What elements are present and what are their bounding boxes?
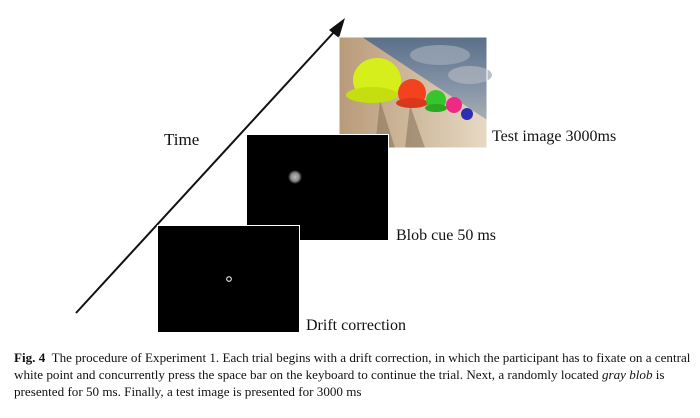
caption-emphasis: gray blob xyxy=(601,367,653,382)
hat-blue xyxy=(461,108,473,120)
drift-correction-frame xyxy=(157,225,300,333)
hat-yellow xyxy=(346,58,401,103)
hat-green xyxy=(425,90,447,112)
figure-caption: Fig. 4 The procedure of Experiment 1. Ea… xyxy=(14,349,694,400)
drift-correction-label: Drift correction xyxy=(306,317,406,334)
fixation-point xyxy=(226,276,232,282)
gray-blob xyxy=(288,170,302,184)
time-label: Time xyxy=(164,130,200,149)
diagram-graphics xyxy=(75,18,492,333)
blob-cue-frame xyxy=(246,134,389,241)
caption-text-before: The procedure of Experiment 1. Each tria… xyxy=(14,350,691,382)
figure-number: Fig. 4 xyxy=(14,350,46,365)
caption-text-after: is presented for 50 ms. Finally, a test … xyxy=(14,367,665,399)
time-arrow xyxy=(75,18,345,314)
test-image-frame xyxy=(338,36,492,149)
hat-red xyxy=(396,79,428,108)
blob-cue-label: Blob cue 50 ms xyxy=(396,227,496,244)
procedure-diagram: Time Test image 3000ms Blob cue 50 ms Dr… xyxy=(75,18,617,334)
hat-pink xyxy=(446,97,462,113)
test-image-label: Test image 3000ms xyxy=(492,128,617,145)
